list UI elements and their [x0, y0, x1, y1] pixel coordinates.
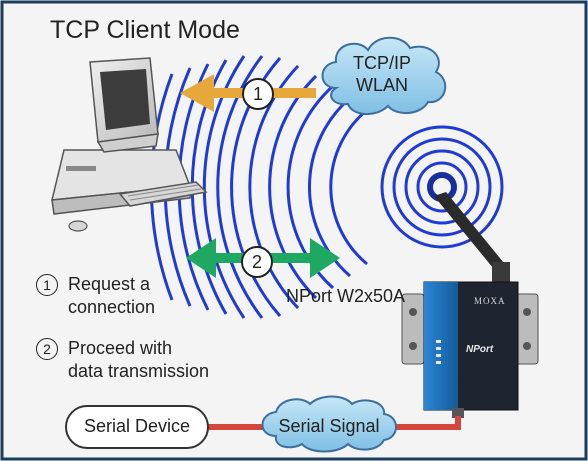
cloud-line-1: TCP/IP: [352, 53, 411, 73]
serial-signal-label: Serial Signal: [278, 416, 380, 436]
legend-step-2-line-1: Proceed with: [68, 338, 173, 358]
legend-step-2-number: 2: [36, 338, 58, 360]
legend-step-1-line-2: connection: [68, 297, 156, 317]
legend-step-1-text: Request a connection: [68, 273, 155, 319]
diagram-title: TCP Client Mode: [50, 16, 240, 44]
network-cloud-label: TCP/IP WLAN: [328, 52, 436, 96]
legend-step-2-text: Proceed with data transmission: [68, 337, 209, 383]
cloud-line-2: WLAN: [355, 75, 408, 95]
device-name-label: NPort W2x50A: [286, 286, 406, 306]
nport-device: [401, 281, 539, 418]
legend-step-1-number: 1: [36, 274, 58, 296]
serial-cable: [205, 416, 461, 430]
step-1-badge: 1: [242, 78, 274, 110]
desktop-computer-icon: [51, 57, 208, 232]
serial-device-label: Serial Device: [83, 416, 191, 436]
serial-signal-cloud: [261, 395, 397, 453]
nport-model-badge: NPort: [466, 344, 494, 355]
cloud-icon: [321, 36, 447, 115]
step-2-badge: 2: [241, 246, 273, 278]
serial-device-box: [65, 405, 209, 449]
antenna-icon: [434, 192, 510, 284]
moxa-logo: MOXA: [474, 296, 506, 306]
legend-step-2-line-2: data transmission: [68, 361, 210, 381]
legend-step-1-line-1: Request a: [68, 274, 151, 294]
